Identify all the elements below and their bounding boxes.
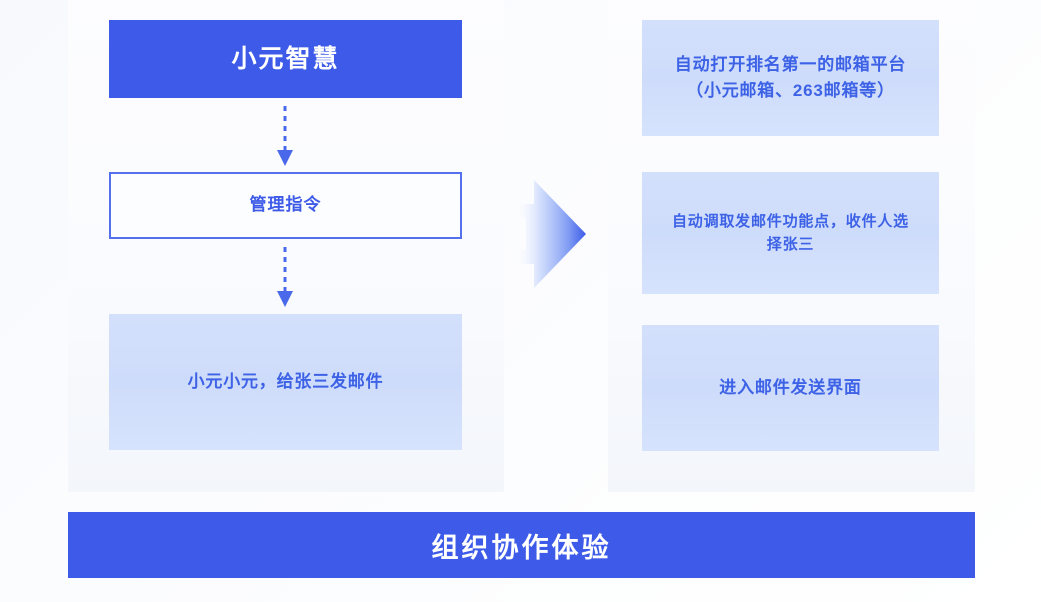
management-command-box: 管理指令	[109, 172, 462, 239]
assistant-title-box: 小元智慧	[109, 20, 462, 98]
automation-step-line-1: 自动打开排名第一的邮箱平台	[674, 54, 907, 74]
footer-banner-label: 组织协作体验	[431, 532, 612, 563]
automation-step-text: 进入邮件发送界面	[697, 375, 883, 401]
automation-step-line-2: （小元邮箱、263邮箱等）	[686, 81, 895, 100]
automation-step-box: 自动打开排名第一的邮箱平台 （小元邮箱、263邮箱等）	[642, 20, 939, 136]
dashed-arrow-down-icon	[272, 106, 298, 168]
block-arrow-right-icon	[512, 178, 588, 290]
automation-step-text: 自动调取发邮件功能点，收件人选 择张三	[650, 210, 931, 257]
user-utterance-label: 小元小元，给张三发邮件	[187, 371, 384, 391]
automation-step-box: 进入邮件发送界面	[642, 325, 939, 451]
dashed-arrow-down-icon	[272, 247, 298, 309]
automation-step-text: 自动打开排名第一的邮箱平台 （小元邮箱、263邮箱等）	[653, 52, 928, 105]
footer-banner: 组织协作体验	[68, 512, 975, 578]
automation-step-line-2: 择张三	[766, 236, 815, 253]
automation-step-line-1: 进入邮件发送界面	[719, 377, 862, 397]
automation-step-box: 自动调取发邮件功能点，收件人选 择张三	[642, 172, 939, 294]
automation-step-line-1: 自动调取发邮件功能点，收件人选	[671, 212, 909, 230]
user-utterance-box: 小元小元，给张三发邮件	[109, 314, 462, 450]
management-command-label: 管理指令	[249, 195, 322, 215]
assistant-title-label: 小元智慧	[231, 44, 340, 73]
